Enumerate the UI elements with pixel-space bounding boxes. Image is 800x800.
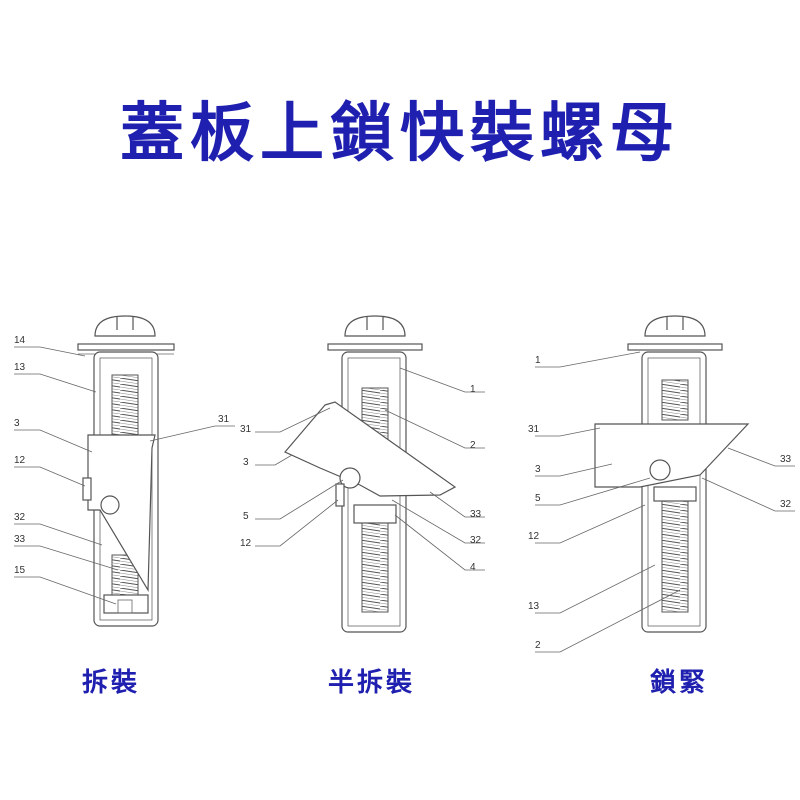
middle-tab [335,483,345,507]
right-bolt [661,379,689,421]
right-nut [653,486,697,502]
caption-half-disassemble: 半拆裝 [328,668,416,698]
left-label-3: 3 [14,418,20,429]
middle-assembly: 31 3 5 12 1 2 33 32 4 [240,315,485,633]
left-label-31: 31 [218,414,230,425]
middle-label-4: 4 [470,562,476,573]
left-screw-head [94,315,156,337]
left-assembly: 14 13 3 12 32 33 15 31 [14,315,235,627]
left-label-12: 12 [14,455,26,466]
middle-label-3: 3 [243,457,249,468]
right-label-32: 32 [780,499,792,510]
left-pin [100,495,120,515]
left-washer [77,343,175,351]
middle-label-1: 1 [470,384,476,395]
right-assembly: 1 31 3 5 12 13 2 33 32 [528,315,795,653]
right-label-31: 31 [528,424,540,435]
middle-label-5: 5 [243,511,249,522]
left-label-13: 13 [14,362,26,373]
left-label-33: 33 [14,534,26,545]
left-label-32: 32 [14,512,26,523]
middle-washer [327,343,423,351]
left-label-15: 15 [14,565,26,576]
left-bolt [111,374,139,436]
middle-label-32: 32 [470,535,482,546]
middle-label-33: 33 [470,509,482,520]
right-label-33: 33 [780,454,792,465]
right-label-3: 3 [535,464,541,475]
right-label-13: 13 [528,601,540,612]
right-label-5: 5 [535,493,541,504]
middle-screw-head [344,315,406,337]
middle-label-12: 12 [240,538,252,549]
right-screw-head [644,315,706,337]
middle-nut [353,504,397,524]
left-label-14: 14 [14,335,26,346]
middle-clip [284,401,457,497]
right-label-1: 1 [535,355,541,366]
caption-lock: 鎖緊 [650,668,709,698]
right-washer [627,343,723,351]
right-label-12: 12 [528,531,540,542]
left-tab [82,477,92,501]
diagram-title: 蓋板上鎖快裝螺母 [120,96,680,171]
middle-pin [339,467,361,489]
middle-label-2: 2 [470,440,476,451]
right-pin [649,459,671,481]
right-label-2: 2 [535,640,541,651]
caption-disassemble: 拆裝 [82,668,141,698]
left-clip [87,434,156,593]
right-clip [594,423,750,488]
left-nut [103,594,149,614]
middle-label-31: 31 [240,424,252,435]
